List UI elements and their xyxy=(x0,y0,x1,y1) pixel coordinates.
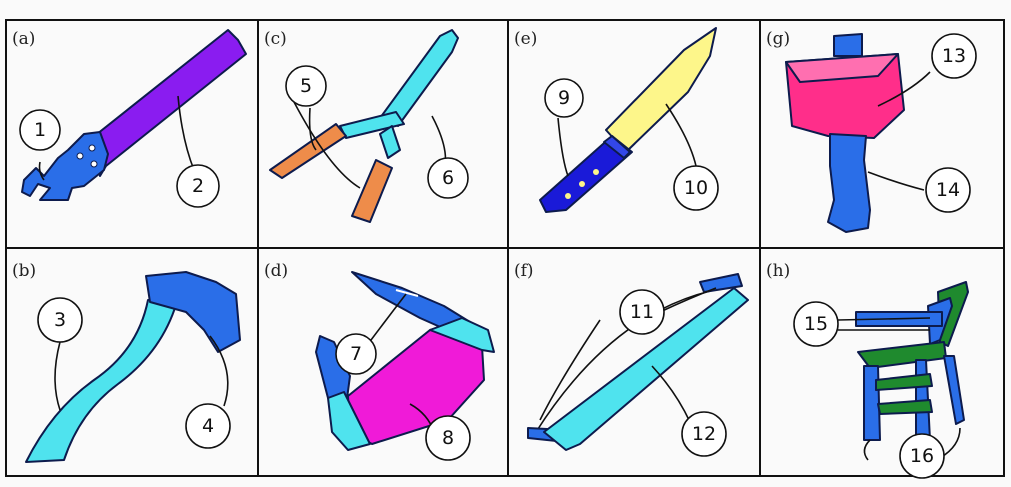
callout-11: 11 xyxy=(620,290,664,334)
panel-label-d: (d) xyxy=(264,261,288,281)
callout-7: 7 xyxy=(336,334,376,374)
callout-12: 12 xyxy=(682,412,726,456)
callout-5: 5 xyxy=(286,66,326,106)
svg-text:12: 12 xyxy=(692,423,716,445)
callout-2: 2 xyxy=(177,165,219,207)
panel-label-c: (c) xyxy=(264,29,287,49)
svg-text:11: 11 xyxy=(630,301,654,323)
callout-3: 3 xyxy=(38,298,82,342)
svg-text:3: 3 xyxy=(54,309,66,331)
svg-text:13: 13 xyxy=(942,45,966,67)
svg-text:14: 14 xyxy=(936,179,960,201)
svg-text:16: 16 xyxy=(910,445,934,467)
svg-text:15: 15 xyxy=(804,313,828,335)
panel-label-h: (h) xyxy=(766,261,790,281)
callout-4: 4 xyxy=(186,404,230,448)
callout-15: 15 xyxy=(794,302,838,346)
garden-shears xyxy=(270,30,458,222)
callout-8: 8 xyxy=(426,416,470,460)
callout-14: 14 xyxy=(926,168,970,212)
callout-6: 6 xyxy=(428,158,468,198)
svg-text:10: 10 xyxy=(684,177,708,199)
callout-1: 1 xyxy=(20,110,60,150)
wooden-mallet xyxy=(786,34,904,232)
high-chair xyxy=(856,282,968,440)
panel-label-b: (b) xyxy=(12,261,36,281)
callout-10: 10 xyxy=(674,166,718,210)
panel-label-e: (e) xyxy=(514,29,537,49)
callout-16: 16 xyxy=(900,434,944,478)
svg-text:5: 5 xyxy=(300,75,312,97)
callout-9: 9 xyxy=(545,79,583,117)
panel-label-a: (a) xyxy=(12,29,35,49)
svg-text:2: 2 xyxy=(192,175,204,197)
callout-13: 13 xyxy=(932,34,976,78)
panel-label-f: (f) xyxy=(514,261,534,281)
svg-text:9: 9 xyxy=(558,87,570,109)
svg-text:8: 8 xyxy=(442,427,454,449)
svg-text:6: 6 xyxy=(442,167,454,189)
svg-text:7: 7 xyxy=(350,343,362,365)
svg-text:4: 4 xyxy=(202,415,214,437)
svg-text:1: 1 xyxy=(34,119,46,141)
panel-label-g: (g) xyxy=(766,29,790,49)
